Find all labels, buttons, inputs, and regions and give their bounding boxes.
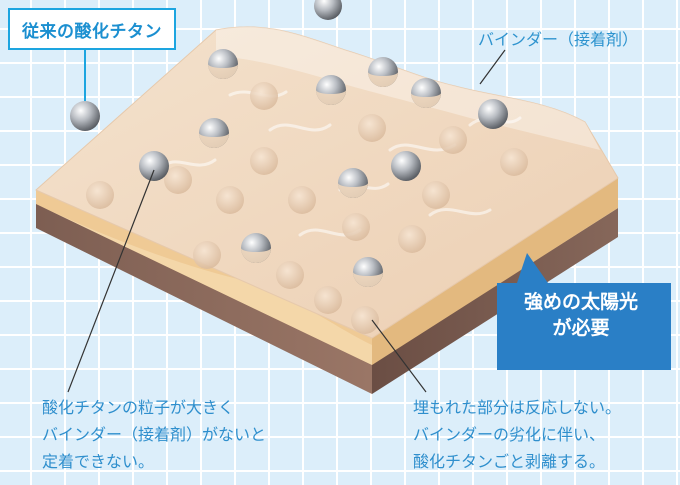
left-note-line: バインダー（接着剤）がないと [42,425,267,444]
left-note-line: 酸化チタンの粒子が大きく [42,398,235,417]
binder-label: バインダー（接着剤） [478,30,639,49]
substrate-layer [36,203,618,394]
sunlight-callout-text: 強めの太陽光 が必要 [497,289,665,341]
right-note-line: バインダーの劣化に伴い、 [413,425,606,444]
left-note-line: 定着できない。 [42,452,155,471]
right-note-leader-line [371,319,427,393]
right-note: 埋もれた部分は反応しない。 バインダーの劣化に伴い、 酸化チタンごと剥離する。 [413,394,621,475]
buried-particles [86,82,528,334]
right-note-line: 酸化チタンごと剥離する。 [413,452,606,471]
left-note: 酸化チタンの粒子が大きく バインダー（接着剤）がないと 定着できない。 [42,394,266,475]
loose-particles [70,0,508,181]
binder-surface [35,26,619,339]
binder-leader-line [479,49,506,85]
sunlight-callout-box [497,253,671,370]
callout-line: が必要 [552,317,610,339]
leader-lines [67,46,506,393]
title-label: 従来の酸化チタン [8,8,176,50]
binder-side-layer [36,178,618,365]
exposed-particle-caps [199,64,441,287]
right-note-line: 埋もれた部分は反応しない。 [413,398,622,417]
callout-line: 強めの太陽光 [523,291,638,313]
left-note-leader-line [67,169,155,393]
